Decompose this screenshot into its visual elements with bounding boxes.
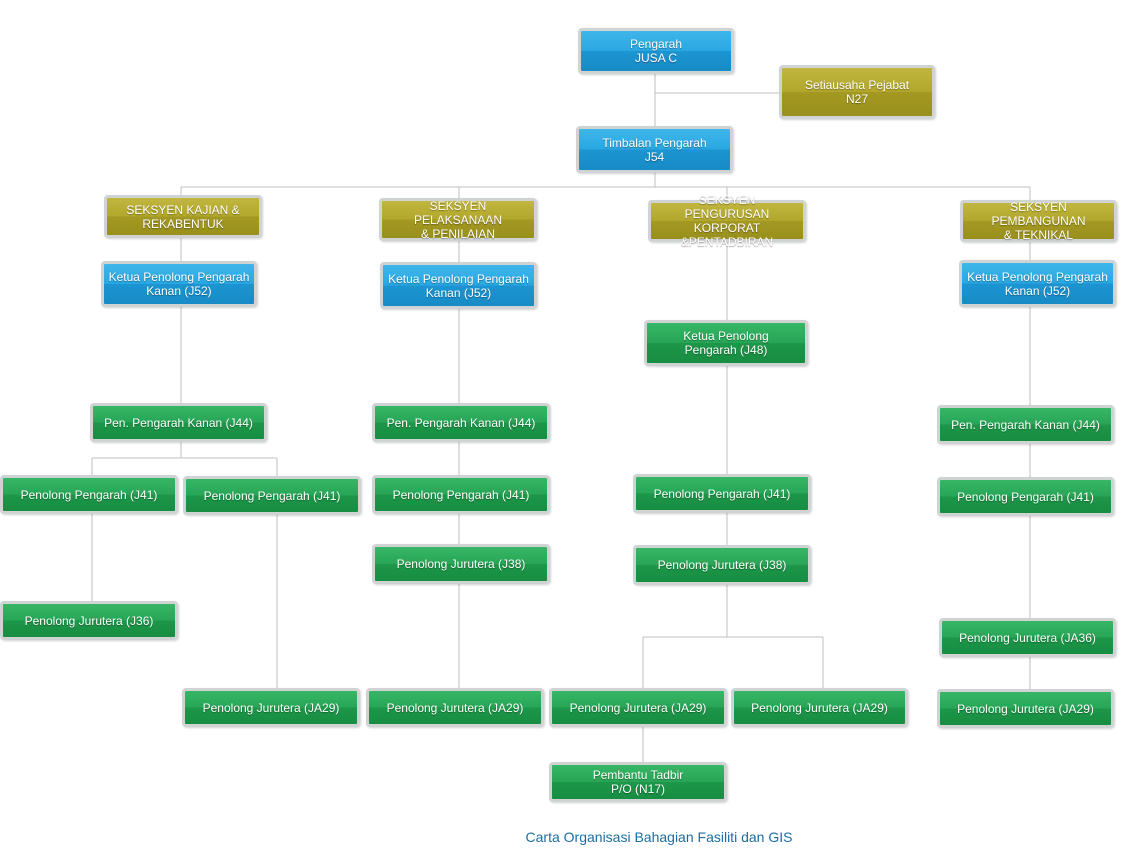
node-title: Penolong Jurutera (JA29) xyxy=(957,701,1094,716)
node-grade: J54 xyxy=(644,149,665,164)
node-title: Pembantu Tadbir xyxy=(592,768,684,782)
node-title: Ketua Penolong Pengarah xyxy=(967,269,1108,284)
node-title: SEKSYEN PEMBANGUNAN xyxy=(991,200,1086,228)
node-title: Penolong Pengarah (J41) xyxy=(392,487,530,502)
node-penolong-jurutera-j38[interactable]: Penolong Jurutera (J38) xyxy=(633,545,811,585)
node-title: Penolong Jurutera (J38) xyxy=(657,558,787,572)
node-grade: Kanan (J52) xyxy=(1004,283,1071,298)
node-grade: JUSA C xyxy=(634,51,677,65)
node-title: SEKSYEN PELAKSANAAN xyxy=(413,198,503,227)
node-title: Ketua Penolong xyxy=(683,329,769,343)
node-penolong-jurutera-ja29[interactable]: Penolong Jurutera (JA29) xyxy=(549,688,727,727)
node-title: Timbalan Pengarah xyxy=(602,135,707,150)
node-title: SEKSYEN PENGURUSAN xyxy=(684,193,770,221)
chart-caption: Carta Organisasi Bahagian Fasiliti dan G… xyxy=(525,829,793,845)
node-penolong-jurutera-ja29[interactable]: Penolong Jurutera (JA29) xyxy=(182,688,360,727)
node-penolong-jurutera-ja36[interactable]: Penolong Jurutera (JA36) xyxy=(939,618,1116,657)
node-title: Penolong Jurutera (JA29) xyxy=(569,700,707,715)
node-title: Ketua Penolong Pengarah xyxy=(108,270,250,284)
node-title: Ketua Penolong Pengarah xyxy=(388,271,529,286)
node-title-line2: & PENILAIAN xyxy=(420,226,496,241)
node-title-line2: REKABENTUK xyxy=(142,216,224,231)
node-title: Pengarah xyxy=(629,37,683,51)
node-title: Pen. Pengarah Kanan (J44) xyxy=(104,415,253,430)
node-penolong-pengarah[interactable]: Penolong Pengarah (J41) xyxy=(633,474,811,513)
node-seksyen-kajian[interactable]: SEKSYEN KAJIAN &REKABENTUK xyxy=(104,195,262,238)
node-title: Penolong Pengarah (J41) xyxy=(20,487,158,502)
node-title: Pen. Pengarah Kanan (J44) xyxy=(951,417,1100,432)
node-title: Penolong Jurutera (JA29) xyxy=(751,700,888,715)
node-penolong-pengarah[interactable]: Penolong Pengarah (J41) xyxy=(183,476,361,515)
node-seksyen-pelaksanaan[interactable]: SEKSYEN PELAKSANAAN& PENILAIAN xyxy=(379,198,537,241)
node-title: Penolong Pengarah (J41) xyxy=(203,488,341,503)
node-grade: P/O (N17) xyxy=(610,782,665,796)
node-title: Penolong Jurutera (JA29) xyxy=(202,700,340,715)
node-penolong-jurutera-ja29[interactable]: Penolong Jurutera (JA29) xyxy=(366,688,544,727)
node-grade: Pengarah (J48) xyxy=(684,343,768,357)
node-penolong-pengarah[interactable]: Penolong Pengarah (J41) xyxy=(372,475,550,514)
node-pen-pengarah-kanan[interactable]: Pen. Pengarah Kanan (J44) xyxy=(90,403,267,442)
node-penolong-jurutera-j38[interactable]: Penolong Jurutera (J38) xyxy=(372,544,550,584)
node-penolong-jurutera-ja29[interactable]: Penolong Jurutera (JA29) xyxy=(731,688,908,727)
node-penolong-jurutera-ja29[interactable]: Penolong Jurutera (JA29) xyxy=(937,689,1114,728)
node-title: Penolong Jurutera (J38) xyxy=(396,557,526,571)
node-grade: Kanan (J52) xyxy=(146,284,212,298)
node-title: Setiausaha Pejabat xyxy=(804,78,910,92)
node-title: Pen. Pengarah Kanan (J44) xyxy=(386,415,536,430)
node-title: Penolong Pengarah (J41) xyxy=(957,489,1094,504)
node-pen-pengarah-kanan[interactable]: Pen. Pengarah Kanan (J44) xyxy=(937,405,1114,444)
node-title: Penolong Jurutera (J36) xyxy=(24,613,154,628)
node-title: Penolong Jurutera (JA29) xyxy=(386,700,524,715)
node-penolong-jurutera-j36[interactable]: Penolong Jurutera (J36) xyxy=(0,601,178,640)
node-grade: N27 xyxy=(845,92,868,106)
node-seksyen-pembangunan[interactable]: SEKSYEN PEMBANGUNAN& TEKNIKAL xyxy=(960,200,1117,242)
node-penolong-pengarah[interactable]: Penolong Pengarah (J41) xyxy=(937,477,1114,516)
node-title-line2: & TEKNIKAL xyxy=(1003,228,1074,242)
node-pen-pengarah-kanan[interactable]: Pen. Pengarah Kanan (J44) xyxy=(372,403,550,442)
node-title: Penolong Pengarah (J41) xyxy=(653,486,791,501)
node-title: SEKSYEN KAJIAN & xyxy=(126,202,240,217)
node-penolong-pengarah[interactable]: Penolong Pengarah (J41) xyxy=(0,475,178,514)
node-title-line2: KORPORAT &PENTADBIRAN xyxy=(680,221,774,249)
node-title: Penolong Jurutera (JA36) xyxy=(959,630,1096,645)
node-grade: Kanan (J52) xyxy=(425,285,492,300)
